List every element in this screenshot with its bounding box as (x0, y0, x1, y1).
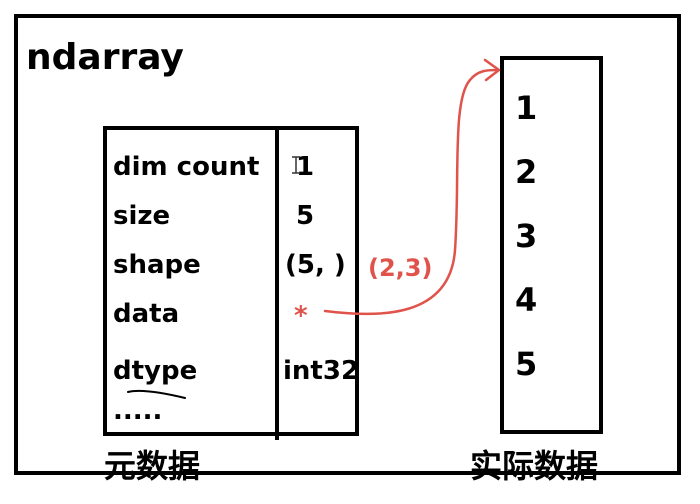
field-ellipsis: ..... (113, 396, 163, 426)
value-dim-count: 1 (296, 152, 315, 182)
diagram-title: ndarray (26, 37, 184, 78)
field-name-data: data (113, 299, 180, 329)
shape-annotation: (2,3) (368, 254, 433, 282)
metadata-column-divider (275, 126, 279, 440)
actual-data-caption: 实际数据 (470, 447, 599, 485)
data-item-4: 4 (515, 281, 538, 319)
text-cursor-icon (292, 156, 300, 174)
metadata-box (103, 126, 359, 436)
pointer-arrowhead (483, 58, 501, 82)
value-dtype: int32 (283, 356, 360, 386)
actual-data-box (500, 56, 603, 434)
value-shape: (5, ) (285, 250, 346, 280)
data-item-3: 3 (515, 217, 538, 255)
field-name-dtype: dtype (113, 356, 198, 386)
field-name-size: size (113, 201, 171, 231)
data-item-1: 1 (515, 89, 538, 127)
dtype-underline (127, 389, 186, 399)
ndarray-frame (14, 14, 681, 475)
pointer-arrow (323, 68, 499, 316)
field-name-shape: shape (113, 250, 201, 280)
value-data-pointer: * (294, 301, 308, 331)
data-item-5: 5 (515, 345, 538, 383)
field-name-dim-count: dim count (113, 152, 260, 182)
value-size: 5 (296, 201, 315, 231)
metadata-caption: 元数据 (104, 447, 201, 485)
data-item-2: 2 (515, 153, 538, 191)
